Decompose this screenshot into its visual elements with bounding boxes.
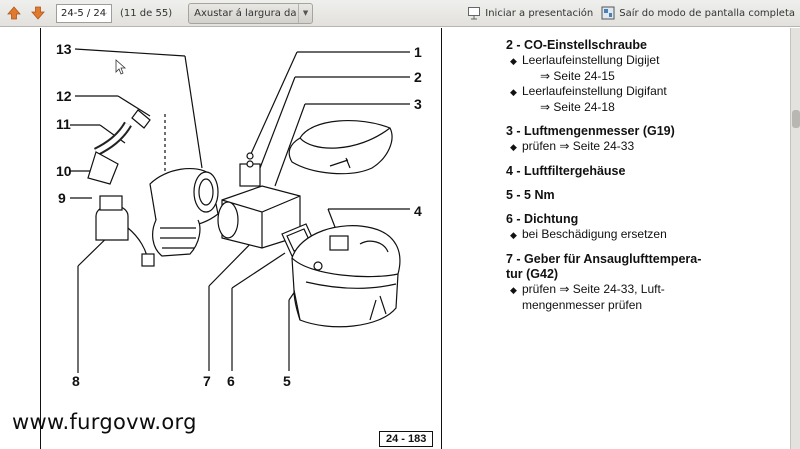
callout-1: 1 xyxy=(414,44,422,60)
callout-5: 5 xyxy=(283,373,291,389)
legend-page-reference: ⇒ Seite 24-15 xyxy=(540,69,615,83)
callout-13: 13 xyxy=(56,41,72,57)
scrollbar-thumb[interactable] xyxy=(792,110,800,128)
zoom-select-label: Axustar á largura da páxina xyxy=(194,7,298,19)
legend-entry: 6 - Dichtung ◆ bei Beschädigung ersetzen xyxy=(506,212,786,243)
presentation-icon xyxy=(468,7,481,20)
fullscreen-exit-icon xyxy=(601,6,615,20)
callout-9: 9 xyxy=(58,190,66,206)
page-count-label: (11 de 55) xyxy=(120,7,173,19)
legend-detail-text: bei Beschädigung ersetzen xyxy=(522,227,667,241)
callout-6: 6 xyxy=(227,373,235,389)
legend-entry-title: 3 - Luftmengenmesser (G19) xyxy=(506,124,675,138)
viewer-toolbar: (11 de 55) Axustar á largura da páxina ▼… xyxy=(0,0,800,27)
legend-detail-text: prüfen ⇒ Seite 24-33 xyxy=(522,139,635,153)
page-border-left xyxy=(40,28,41,449)
previous-page-button[interactable] xyxy=(4,3,24,23)
vertical-scrollbar[interactable] xyxy=(790,28,800,449)
diamond-bullet-icon: ◆ xyxy=(510,87,517,97)
legend-entry-detail: ◆ Leerlaufeinstellung Digifant xyxy=(506,84,786,100)
legend-entry: 4 - Luftfiltergehäuse xyxy=(506,164,786,179)
legend-page-reference: ⇒ Seite 24-18 xyxy=(540,100,615,114)
legend-entry-title: 7 - Geber für Ansauglufttempera- tur (G4… xyxy=(506,252,702,281)
legend-entry-detail: ◆ prüfen ⇒ Seite 24-33, Luft- mengenmesse… xyxy=(506,282,786,313)
legend-entry-detail: ◆ Leerlaufeinstellung Digijet xyxy=(506,53,786,69)
legend-entry-title: 2 - CO-Einstellschraube xyxy=(506,38,648,52)
document-page: 13 12 11 10 9 8 1 2 3 4 7 6 5 2 - CO-Ein… xyxy=(0,28,790,449)
legend-entry: 3 - Luftmengenmesser (G19) ◆ prüfen ⇒ Seit… xyxy=(506,124,786,155)
legend-entry-title: 4 - Luftfiltergehäuse xyxy=(506,164,626,178)
legend-entry: 2 - CO-Einstellschraube ◆ Leerlaufeinstell… xyxy=(506,38,786,115)
mouse-cursor-icon xyxy=(115,59,127,75)
callout-7: 7 xyxy=(203,373,211,389)
legend-entry-detail: ◆ bei Beschädigung ersetzen xyxy=(506,227,786,243)
diamond-bullet-icon: ◆ xyxy=(510,56,517,66)
exploded-parts-diagram: 13 12 11 10 9 8 1 2 3 4 7 6 5 xyxy=(56,41,422,389)
callout-8: 8 xyxy=(72,373,80,389)
page-border-right xyxy=(441,28,442,449)
legend-entry: 5 - 5 Nm xyxy=(506,188,786,203)
zoom-select[interactable]: Axustar á largura da páxina ▼ xyxy=(188,2,314,24)
callout-11: 11 xyxy=(56,116,71,132)
next-page-button[interactable] xyxy=(28,3,48,23)
arrow-up-icon xyxy=(7,6,21,20)
start-presentation-button[interactable]: Iniciar a presentación xyxy=(467,6,593,20)
legend-detail-text: Leerlaufeinstellung Digifant xyxy=(522,84,667,98)
legend-entry-title: 6 - Dichtung xyxy=(506,212,579,226)
exit-fullscreen-label: Saír do modo de pantalla completa xyxy=(619,7,795,19)
exit-fullscreen-button[interactable]: Saír do modo de pantalla completa xyxy=(601,6,795,20)
page-number-input[interactable] xyxy=(56,3,112,23)
callout-2: 2 xyxy=(414,69,422,85)
start-presentation-label: Iniciar a presentación xyxy=(485,7,594,19)
callout-4: 4 xyxy=(414,203,422,219)
callout-10: 10 xyxy=(56,163,72,179)
parts-legend: 2 - CO-Einstellschraube ◆ Leerlaufeinstell… xyxy=(506,38,786,322)
dropdown-arrow-icon: ▼ xyxy=(298,3,312,23)
legend-detail-text: Leerlaufeinstellung Digijet xyxy=(522,53,660,67)
arrow-down-icon xyxy=(31,6,45,20)
callout-3: 3 xyxy=(414,96,422,112)
diamond-bullet-icon: ◆ xyxy=(510,230,517,240)
legend-detail-text: prüfen ⇒ Seite 24-33, Luft- mengenmesser… xyxy=(522,282,665,312)
legend-entry: 7 - Geber für Ansauglufttempera- tur (G4… xyxy=(506,252,786,313)
legend-entry-title: 5 - 5 Nm xyxy=(506,188,555,202)
diamond-bullet-icon: ◆ xyxy=(510,142,517,152)
page-number-label: 24 - 183 xyxy=(379,431,434,447)
diamond-bullet-icon: ◆ xyxy=(510,285,517,295)
callout-12: 12 xyxy=(56,88,72,104)
legend-entry-detail: ◆ prüfen ⇒ Seite 24-33 xyxy=(506,139,786,155)
watermark-text: www.furgovw.org xyxy=(12,410,197,434)
